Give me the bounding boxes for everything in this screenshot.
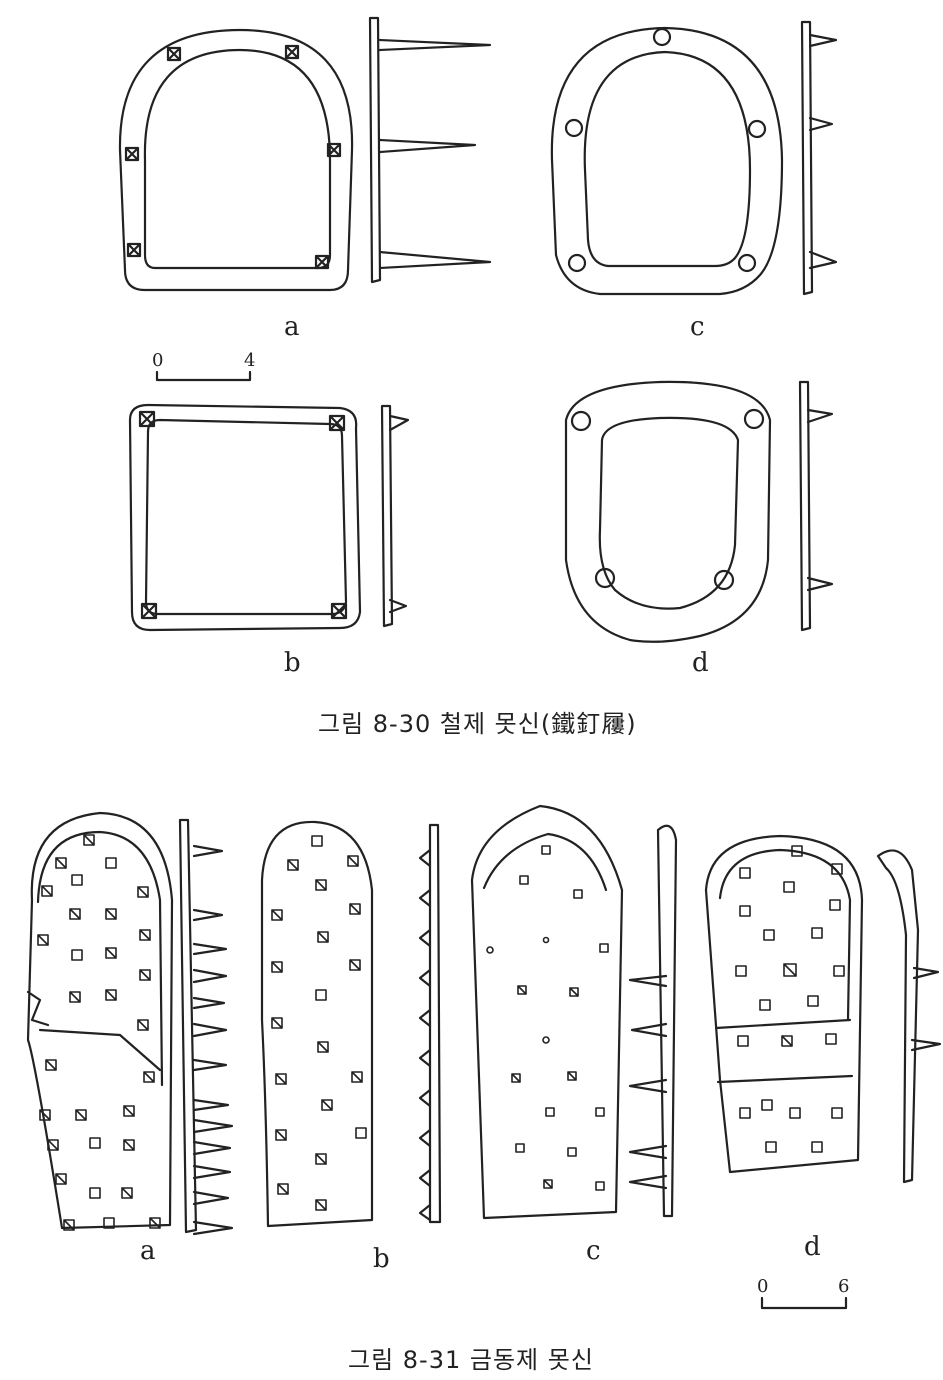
fig831-b-side <box>418 823 442 1224</box>
fig831-label-c: c <box>586 1236 601 1266</box>
fig830-label-c: c <box>690 312 705 342</box>
fig831-scale-bar <box>760 1296 848 1310</box>
fig830-label-a: a <box>284 312 300 342</box>
fig830-label-b: b <box>284 648 301 678</box>
fig831-c-studs <box>486 845 609 1191</box>
fig831-label-d: d <box>804 1232 821 1262</box>
fig830-d-sole <box>564 380 772 643</box>
fig831-c-side <box>628 824 678 1218</box>
fig830-a-studs <box>124 44 342 270</box>
fig831-a-sole <box>26 811 174 1231</box>
fig831-label-b: b <box>373 1244 390 1274</box>
fig830-c-sole <box>550 26 784 296</box>
fig830-d-side <box>798 380 834 632</box>
fig830-scale-start: 0 <box>152 350 164 371</box>
fig831-scale-end: 6 <box>838 1276 850 1297</box>
fig830-b-sole <box>128 403 362 632</box>
fig830-caption: 그림 8-30 철제 못신(鐵釘屨) <box>318 710 637 738</box>
fig831-caption: 그림 8-31 금동제 못신 <box>348 1346 594 1374</box>
fig831-a-side <box>178 818 234 1236</box>
fig831-d-side <box>876 849 942 1184</box>
fig831-d-sole <box>704 834 864 1174</box>
fig830-a-sole <box>118 28 354 292</box>
fig831-label-a: a <box>140 1236 156 1266</box>
fig831-d-studs <box>735 845 845 1153</box>
fig831-b-studs <box>271 835 367 1211</box>
fig830-c-side <box>800 20 838 296</box>
fig830-label-d: d <box>692 648 709 678</box>
fig830-d-studs <box>570 408 765 591</box>
fig830-c-studs <box>564 27 767 273</box>
fig830-scale-bar <box>155 370 252 382</box>
fig831-scale-start: 0 <box>757 1276 769 1297</box>
fig831-b-sole <box>260 820 374 1228</box>
fig831-c-sole <box>470 804 624 1220</box>
fig830-a-side <box>368 16 492 284</box>
fig830-b-side <box>380 404 410 628</box>
fig830-b-studs <box>138 410 348 620</box>
fig831-a-studs <box>37 834 161 1231</box>
fig830-scale-end: 4 <box>244 350 256 371</box>
